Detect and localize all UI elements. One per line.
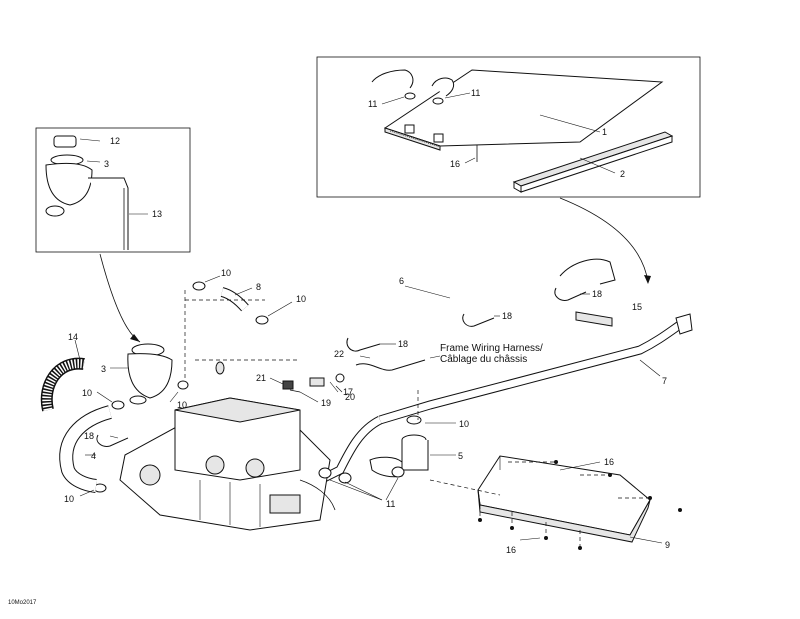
foam-pad-part[interactable] xyxy=(575,311,613,327)
bolt-16-c[interactable] xyxy=(648,496,652,500)
callout-2: 2 xyxy=(620,169,625,179)
callout-12: 12 xyxy=(110,136,120,146)
hose-8-part[interactable] xyxy=(220,287,249,312)
callout-17: 17 xyxy=(343,387,353,397)
callout-10-bottom: 10 xyxy=(64,494,74,504)
callout-10-reservoir: 10 xyxy=(177,400,187,410)
hose-7-part[interactable] xyxy=(317,313,693,485)
bolt-16-h[interactable] xyxy=(578,546,582,550)
reservoir-tank-part[interactable] xyxy=(45,154,93,217)
inset-fitting-a[interactable] xyxy=(404,124,415,134)
callout-18-c: 18 xyxy=(398,339,408,349)
drawing-code: 10Mo2017 xyxy=(8,600,37,606)
reservoir-arrowhead xyxy=(130,334,140,342)
callout-10-left: 10 xyxy=(82,388,92,398)
reservoir-cap-part[interactable] xyxy=(53,135,77,148)
harness-note-line-1: Frame Wiring Harness/ xyxy=(440,343,543,354)
clamp-10-reservoir[interactable] xyxy=(177,380,189,390)
reservoir-inset-frame xyxy=(35,127,191,253)
callout-6: 6 xyxy=(399,276,404,286)
clamp-10-right[interactable] xyxy=(406,415,422,425)
callout-10-right: 10 xyxy=(459,419,469,429)
callout-18-a: 18 xyxy=(592,289,602,299)
bolt-16-e[interactable] xyxy=(478,518,482,522)
callout-11-inset-b: 11 xyxy=(471,88,480,98)
hose-6-part[interactable] xyxy=(215,258,616,375)
heat-exchanger-part[interactable] xyxy=(383,69,664,151)
callout-16-inset: 16 xyxy=(450,159,460,169)
reservoir-3-part[interactable] xyxy=(127,343,173,405)
callout-10-top: 10 xyxy=(221,268,231,278)
callout-16-right: 16 xyxy=(604,457,614,467)
bolt-16-a[interactable] xyxy=(554,460,558,464)
clip-17-part[interactable] xyxy=(335,373,345,383)
callout-19: 19 xyxy=(321,398,331,408)
callout-18-d: 18 xyxy=(84,431,94,441)
callout-20: 20 xyxy=(345,392,355,402)
sensor-21-part[interactable] xyxy=(282,380,294,390)
tie-18-a[interactable] xyxy=(554,287,587,301)
tie-18-b[interactable] xyxy=(462,313,495,327)
harness-22-part[interactable] xyxy=(355,359,426,371)
callout-22: 22 xyxy=(334,349,344,359)
tie-18-c[interactable] xyxy=(346,337,381,352)
callout-3-inset: 3 xyxy=(104,159,109,169)
inset-hose-left[interactable] xyxy=(371,69,414,89)
callout-1: 1 xyxy=(602,127,607,137)
callout-labels: 1 2 3 3 4 5 6 7 8 9 10 10 10 10 10 10 11… xyxy=(64,88,670,555)
leader-lines xyxy=(74,275,663,544)
callout-14: 14 xyxy=(68,332,78,342)
callout-18-b: 18 xyxy=(502,311,512,321)
clamp-10-mid[interactable] xyxy=(255,315,269,325)
callout-5: 5 xyxy=(458,451,463,461)
tie-18-d[interactable] xyxy=(96,434,129,447)
bolt-16-g[interactable] xyxy=(544,536,548,540)
callout-9: 9 xyxy=(665,540,670,550)
overflow-tube-part[interactable] xyxy=(88,177,129,250)
fitting-11-a[interactable] xyxy=(318,467,332,479)
callout-16-bottom: 16 xyxy=(506,545,516,555)
bolt-16-b[interactable] xyxy=(608,473,612,477)
callout-10-mid: 10 xyxy=(296,294,306,304)
callout-15: 15 xyxy=(632,302,642,312)
hose-4-part[interactable] xyxy=(59,405,113,493)
clamp-10-left[interactable] xyxy=(111,400,125,410)
radiator-inset xyxy=(316,56,701,198)
callout-3-main: 3 xyxy=(101,364,106,374)
fitting-11-c[interactable] xyxy=(391,466,405,478)
inset-clamp-a[interactable] xyxy=(404,92,416,100)
reservoir-arrow xyxy=(99,253,141,343)
adapter-19-part[interactable] xyxy=(289,389,301,393)
sensor-20-part[interactable] xyxy=(309,377,325,387)
radiator-arrow xyxy=(559,197,649,283)
radiator-arrowhead xyxy=(644,275,651,284)
inset-hose-right[interactable] xyxy=(431,77,455,97)
callout-11-main: 11 xyxy=(386,499,395,509)
fitting-11-b[interactable] xyxy=(338,472,352,484)
harness-note-line-2: Câblage du châssis xyxy=(440,354,527,365)
engine-block-part[interactable] xyxy=(119,397,336,531)
inset-clamp-b[interactable] xyxy=(432,97,444,105)
bolt-16-f[interactable] xyxy=(510,526,514,530)
callout-4: 4 xyxy=(91,451,96,461)
bolt-16-d[interactable] xyxy=(678,508,682,512)
callout-8: 8 xyxy=(256,282,261,292)
callout-13: 13 xyxy=(152,209,162,219)
reservoir-inset xyxy=(35,127,191,253)
inset-fitting-b[interactable] xyxy=(433,133,444,143)
radiator-inset-frame xyxy=(316,56,701,198)
support-bar-part[interactable] xyxy=(512,131,674,193)
callout-21: 21 xyxy=(256,373,266,383)
callout-7: 7 xyxy=(662,376,667,386)
corrugated-hose-14-part[interactable] xyxy=(40,357,85,412)
clamp-10-top[interactable] xyxy=(192,281,206,291)
callout-11-inset-a: 11 xyxy=(368,99,377,109)
